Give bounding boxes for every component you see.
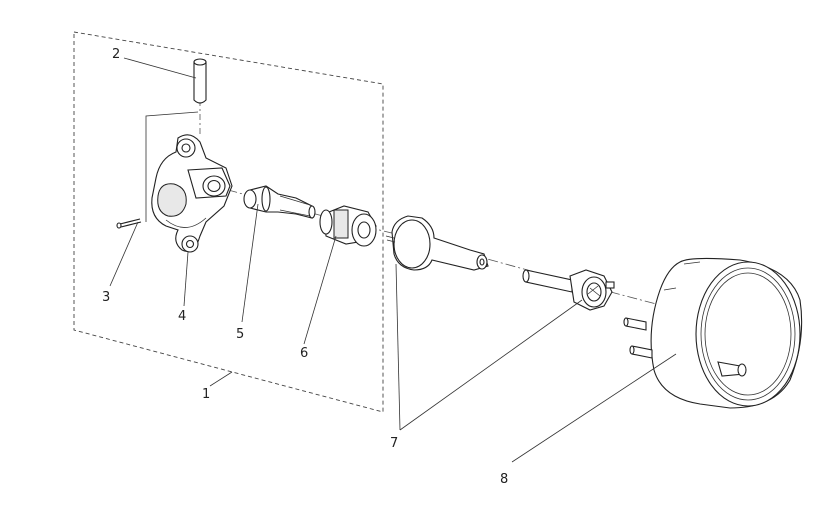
callout-5: 5 [236,327,244,342]
part-cable-fitting [522,269,615,311]
part-pin [193,58,207,104]
leader-6 [303,235,337,345]
part-coupling [319,205,377,247]
leader-bracket [145,111,199,222]
leader-8 [511,353,677,463]
callout-3: 3 [102,290,110,305]
part-shaft [243,185,316,219]
callout-1: 1 [202,387,210,402]
leader-4 [183,251,189,307]
callout-6: 6 [300,346,308,361]
leader-2 [123,57,197,79]
part-housing [151,134,233,253]
callout-7: 7 [390,436,398,451]
leader-1 [209,371,233,387]
part-gauge [623,257,803,409]
callout-8: 8 [500,472,508,487]
callout-4: 4 [178,309,186,324]
leader-5 [241,203,259,323]
part-cable-adaptor [385,215,489,271]
part-split-pin [116,218,142,229]
callout-2: 2 [112,47,120,62]
leader-7a [395,263,401,431]
assembly-boundary [73,31,384,413]
leader-7b [399,299,583,431]
leader-3 [109,221,139,287]
